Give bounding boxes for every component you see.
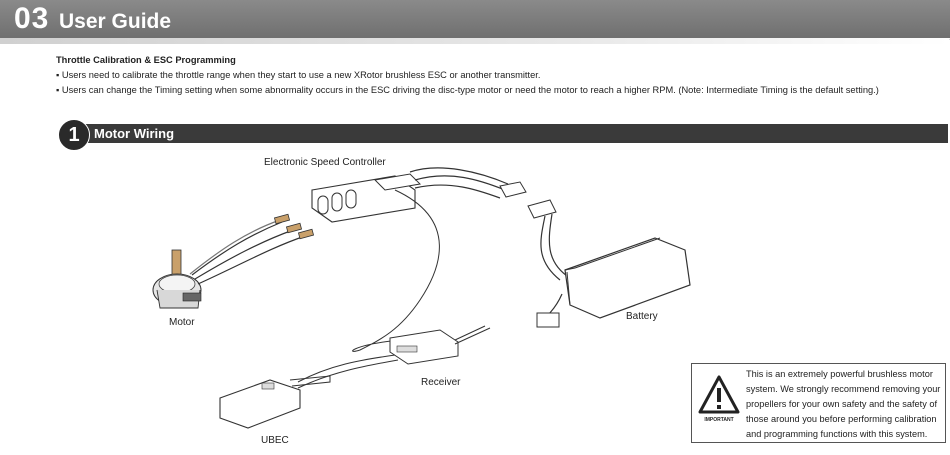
ubec-leads bbox=[289, 354, 399, 389]
header-shade bbox=[0, 38, 950, 44]
section-title: Motor Wiring bbox=[94, 126, 175, 141]
battery-illustration bbox=[536, 237, 691, 328]
header-bar bbox=[0, 0, 950, 40]
page-title: User Guide bbox=[59, 10, 172, 33]
esc-illustration bbox=[311, 173, 422, 223]
intro-heading: Throttle Calibration & ESC Programming bbox=[56, 55, 236, 65]
motor-wires bbox=[189, 219, 306, 285]
intro-item-calibration: Users need to calibrate the throttle ran… bbox=[56, 68, 879, 83]
chapter-number: 03 bbox=[14, 2, 50, 35]
battery-label: Battery bbox=[626, 311, 658, 322]
esc-label: Electronic Speed Controller bbox=[264, 157, 386, 168]
receiver-illustration bbox=[389, 325, 491, 365]
warning-box: IMPORTANT This is an extremely powerful … bbox=[691, 363, 946, 443]
bullet-connectors bbox=[273, 213, 315, 240]
section-number: 1 bbox=[58, 119, 90, 151]
power-connectors bbox=[499, 181, 557, 219]
esc-power-leads bbox=[409, 167, 509, 199]
warning-icon-caption: IMPORTANT bbox=[704, 417, 733, 423]
motor-illustration bbox=[152, 249, 202, 309]
ubec-label: UBEC bbox=[261, 435, 289, 446]
receiver-label: Receiver bbox=[421, 377, 461, 388]
warning-triangle-icon: IMPORTANT bbox=[698, 375, 740, 423]
intro-section: Throttle Calibration & ESC Programming U… bbox=[56, 53, 879, 98]
motor-label: Motor bbox=[169, 317, 195, 328]
wiring-diagram bbox=[152, 167, 691, 429]
signal-wire bbox=[352, 189, 440, 352]
battery-leads bbox=[539, 213, 571, 323]
intro-item-timing: Users can change the Timing setting when… bbox=[56, 83, 879, 98]
warning-text: This is an extremely powerful brushless … bbox=[746, 369, 941, 439]
ubec-illustration bbox=[219, 379, 301, 429]
section-bar bbox=[66, 124, 948, 143]
